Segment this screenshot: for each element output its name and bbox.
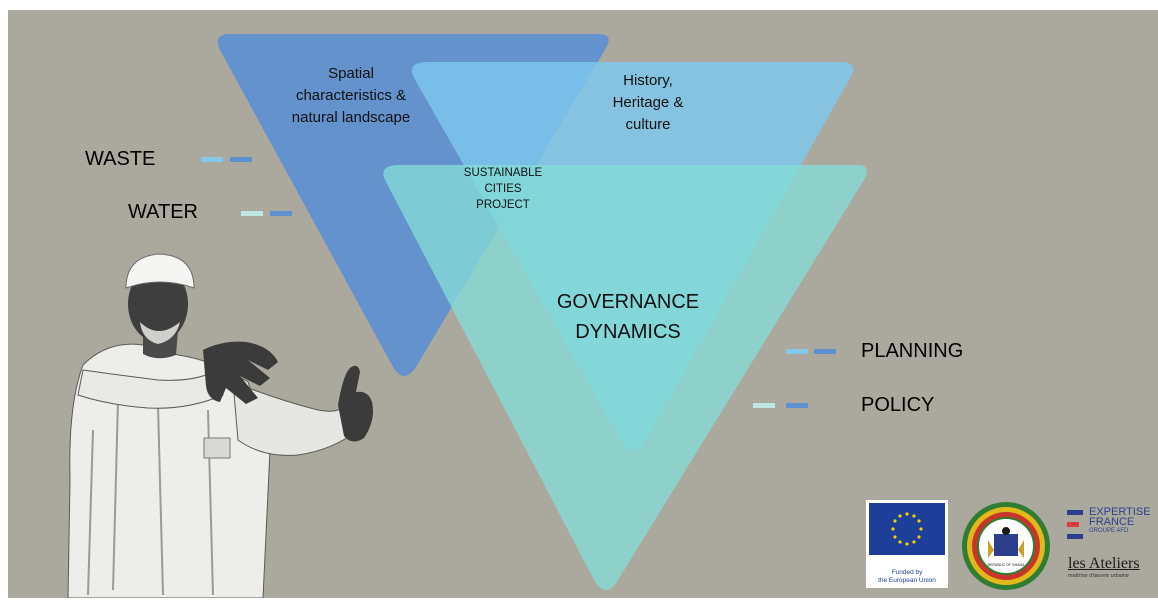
slide: Spatial characteristics & natural landsc… [8, 10, 1158, 598]
eu-logo: Funded by the European Union [866, 500, 948, 588]
waste-label: WASTE [85, 148, 156, 170]
governance-label: GOVERNANCE DYNAMICS [556, 291, 700, 343]
venn-triangle-diagram [67, 34, 867, 598]
triangle-governance [383, 165, 867, 590]
waste-dash-light [201, 157, 223, 162]
expertise-france-text: EXPERTISE FRANCE GROUPE AFD [1089, 506, 1151, 535]
expertise-france-logo: EXPERTISE FRANCE GROUPE AFD [1063, 507, 1158, 552]
les-ateliers-tagline: maîtrise d'œuvre urbaine [1068, 573, 1129, 579]
center-label: SUSTAINABLE CITIES PROJECT [463, 167, 543, 211]
expertise-france-mark-icon [1067, 510, 1083, 539]
policy-dash-blue [786, 403, 808, 408]
planning-dash-blue [814, 349, 836, 354]
planning-dash-light [786, 349, 808, 354]
eu-flag-icon [869, 503, 945, 555]
water-dash-mint [241, 211, 263, 216]
policy-label: POLICY [861, 394, 935, 416]
waste-dash-blue [230, 157, 252, 162]
policy-dash-mint [753, 403, 775, 408]
person-photo [67, 253, 373, 598]
spatial-label: Spatial characteristics & natural landsc… [291, 65, 411, 126]
les-ateliers-logo: les Ateliers maîtrise d'œuvre urbaine [1068, 555, 1158, 585]
planning-label: PLANNING [861, 340, 964, 362]
history-label: History, Heritage & culture [612, 72, 684, 133]
ministry-seal-icon: REPUBLIC OF GHANA [962, 502, 1050, 590]
svg-text:REPUBLIC OF GHANA: REPUBLIC OF GHANA [988, 563, 1025, 567]
les-ateliers-name: les Ateliers [1068, 555, 1140, 572]
water-dash-blue [270, 211, 292, 216]
eu-caption: Funded by the European Union [878, 569, 936, 584]
water-label: WATER [128, 201, 198, 223]
